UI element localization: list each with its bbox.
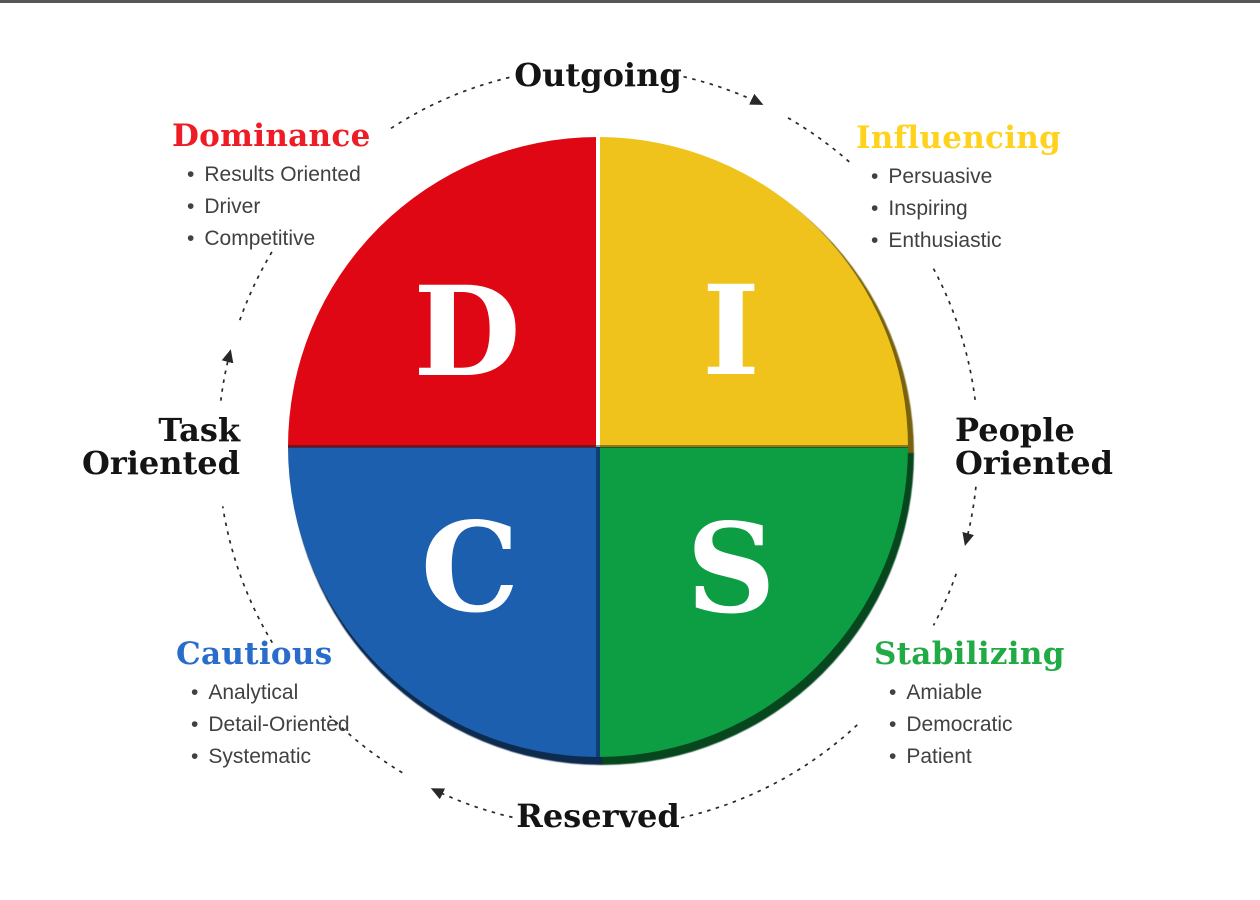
letter-i: I bbox=[701, 259, 761, 404]
trait-block-stabilizing: Stabilizing AmiableDemocraticPatient bbox=[874, 636, 1065, 773]
trait-title-stabilizing: Stabilizing bbox=[874, 636, 1065, 672]
axis-label-people-line1: People bbox=[955, 411, 1075, 449]
trait-bullets-cautious: AnalyticalDetail-OrientedSystematic bbox=[176, 677, 350, 773]
dashed-arc-segment bbox=[390, 75, 513, 130]
disc-wheel: D I C S bbox=[288, 137, 908, 757]
dashed-arc-segment bbox=[238, 250, 274, 321]
axis-label-reserved: Reserved bbox=[516, 797, 680, 835]
axis-label-outgoing: Outgoing bbox=[514, 56, 682, 94]
trait-bullet-item: Systematic bbox=[191, 741, 350, 773]
axis-label-task-line2: Oriented bbox=[81, 444, 240, 482]
trait-bullet-item: Detail-Oriented bbox=[191, 709, 349, 741]
quadrant-stabilizing bbox=[598, 447, 908, 757]
trait-bullet-item: Persuasive bbox=[871, 161, 1061, 193]
trait-bullets-stabilizing: AmiableDemocraticPatient bbox=[874, 677, 1065, 773]
trait-block-cautious: Cautious AnalyticalDetail-OrientedSystem… bbox=[176, 636, 350, 773]
trait-bullets-influencing: PersuasiveInspiringEnthusiastic bbox=[856, 161, 1061, 257]
page-top-border bbox=[0, 0, 1260, 3]
vertical-divider-top bbox=[596, 137, 600, 447]
trait-block-dominance: Dominance Results OrientedDriverCompetit… bbox=[172, 118, 371, 255]
dashed-arc-segment bbox=[932, 573, 958, 626]
dashed-arc-segment bbox=[787, 117, 853, 166]
trait-title-influencing: Influencing bbox=[856, 120, 1062, 156]
dashed-arc-segment bbox=[962, 486, 977, 547]
vertical-divider-bottom bbox=[596, 447, 600, 757]
dashed-arc-segment bbox=[932, 268, 977, 401]
letter-d: D bbox=[413, 260, 521, 405]
trait-bullet-item: Enthusiastic bbox=[871, 225, 1061, 257]
axis-label-people-oriented: People Oriented bbox=[955, 414, 1113, 480]
dashed-arc-segment bbox=[219, 349, 234, 401]
trait-bullet-item: Competitive bbox=[187, 223, 371, 255]
trait-bullet-item: Analytical bbox=[191, 677, 350, 709]
trait-bullet-item: Inspiring bbox=[871, 193, 1061, 225]
axis-label-task-line1: Task bbox=[158, 411, 240, 449]
trait-title-dominance: Dominance bbox=[172, 118, 371, 154]
trait-bullet-item: Driver bbox=[187, 191, 371, 223]
trait-bullet-item: Results Oriented bbox=[187, 159, 371, 191]
trait-bullet-item: Democratic bbox=[889, 709, 1065, 741]
trait-bullets-dominance: Results OrientedDriverCompetitive bbox=[172, 159, 371, 255]
letter-c: C bbox=[420, 496, 520, 641]
trait-block-influencing: Influencing PersuasiveInspiringEnthusias… bbox=[856, 120, 1061, 257]
horizontal-divider bbox=[288, 445, 908, 448]
trait-bullet-item: Patient bbox=[889, 741, 1065, 773]
axis-label-people-line2: Oriented bbox=[955, 444, 1114, 482]
trait-title-cautious: Cautious bbox=[176, 636, 333, 672]
axis-label-task-oriented: Task Oriented bbox=[40, 414, 240, 480]
quadrant-influencing bbox=[598, 137, 908, 447]
dashed-arc-segment bbox=[430, 788, 513, 819]
dashed-arc-segment bbox=[221, 506, 274, 644]
dashed-arc-segment bbox=[683, 75, 764, 105]
trait-bullet-item: Amiable bbox=[889, 677, 1065, 709]
dashed-arc-segment bbox=[676, 724, 858, 820]
letter-s: S bbox=[686, 497, 776, 642]
